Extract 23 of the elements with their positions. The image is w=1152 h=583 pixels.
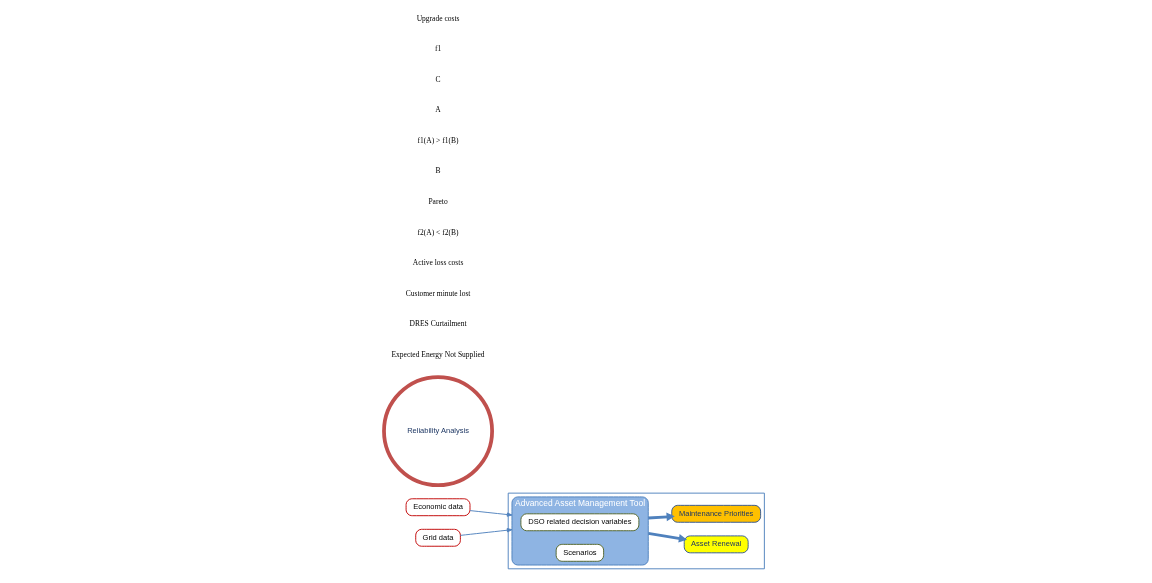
node-box: Grid data [415,528,461,547]
label: A [435,105,441,115]
label: C [435,74,441,84]
label: B [435,166,441,176]
node-circle: Reliability Analysis [382,375,494,488]
label: Pareto [428,196,448,206]
node-box: Asset Renewal [683,535,749,554]
label: f1(A) > f1(B) [417,135,459,145]
label: f2(A) < f2(B) [417,227,459,237]
node-box: Maintenance Priorities [671,504,762,523]
label: Upgrade costs [416,13,460,23]
arrow [459,528,513,536]
arrow [648,512,675,522]
node-box: Scenarios [555,543,605,562]
label: Customer minute lost [405,288,471,298]
label: Expected Energy Not Supplied [391,349,485,359]
node-box: Economic data [405,498,471,517]
label: f1 [434,44,442,54]
node-box: DSO related decision variables [520,513,640,532]
arrow [469,510,513,517]
label: Active loss costs [412,258,464,268]
arrow [648,531,688,543]
label: DRES Curtailment [409,319,467,329]
